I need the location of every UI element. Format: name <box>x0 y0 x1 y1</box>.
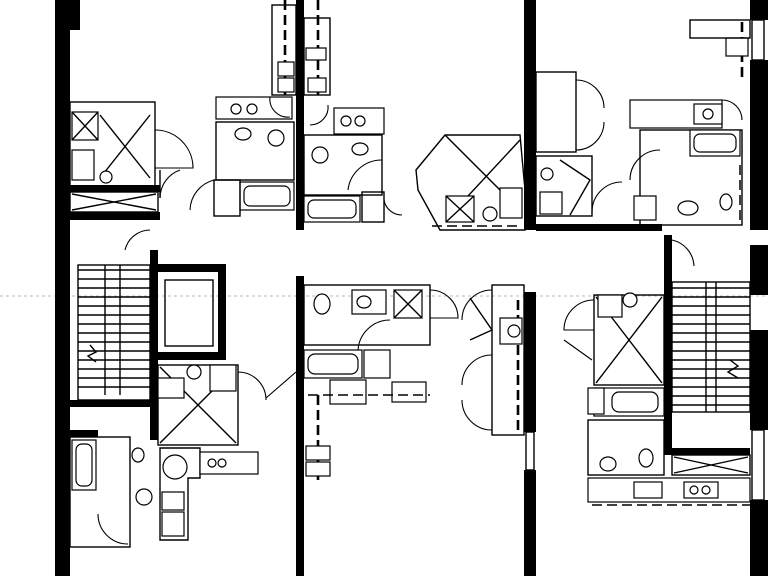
unit-top-left <box>69 101 194 213</box>
exterior-walls <box>55 0 768 576</box>
unit-lower-right <box>563 292 751 506</box>
stairwell-left <box>77 229 151 401</box>
elevator-shaft <box>158 264 226 360</box>
unit-top-center-right <box>415 134 526 231</box>
unit-top-right <box>535 19 751 226</box>
unit-lower-left <box>69 364 297 548</box>
stairwell-right <box>671 239 751 413</box>
unit-top-center <box>189 0 403 230</box>
windows <box>57 19 765 521</box>
closets-center-right <box>461 284 525 436</box>
unit-lower-center <box>296 280 459 566</box>
